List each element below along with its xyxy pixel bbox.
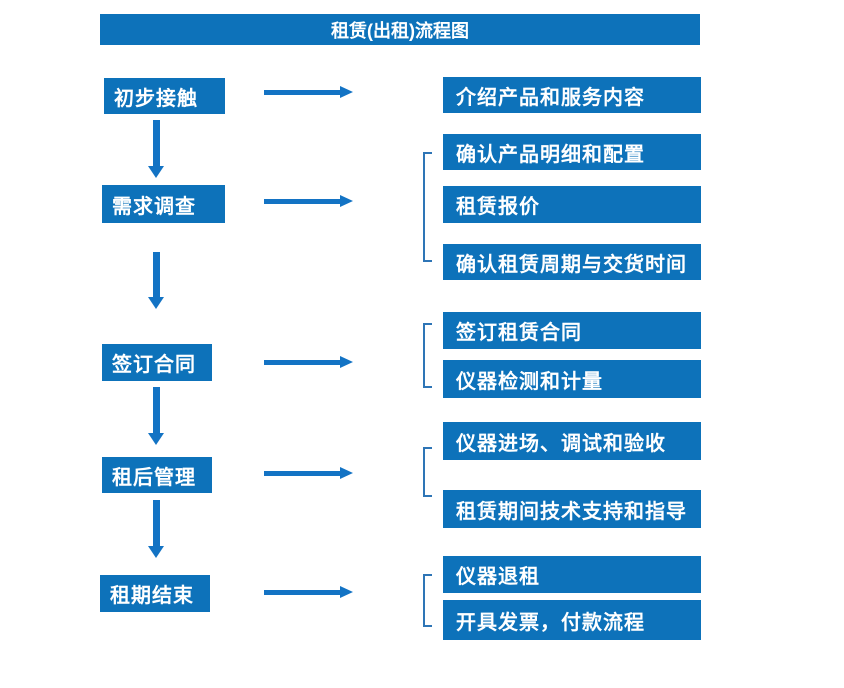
detail-box-confirm-period-delivery: 确认租赁周期与交货时间 bbox=[443, 244, 701, 280]
right-arrow-stage2 bbox=[264, 195, 353, 207]
right-arrow-stage4 bbox=[264, 467, 353, 479]
bracket-stage2-details bbox=[423, 152, 432, 262]
down-arrow-2 bbox=[148, 252, 165, 309]
down-arrow-4 bbox=[148, 500, 165, 558]
stage-box-sign-contract: 签订合同 bbox=[102, 344, 212, 381]
detail-box-sign-rental-contract: 签订租赁合同 bbox=[443, 312, 701, 349]
bracket-stage5-details bbox=[423, 574, 432, 627]
detail-box-instrument-setup-acceptance: 仪器进场、调试和验收 bbox=[443, 422, 701, 460]
right-arrow-stage1 bbox=[264, 86, 353, 98]
detail-box-instrument-testing: 仪器检测和计量 bbox=[443, 360, 701, 398]
flowchart-title: 租赁(出租)流程图 bbox=[100, 14, 700, 45]
stage-box-post-rental-management: 租后管理 bbox=[102, 457, 212, 493]
bracket-stage3-details bbox=[423, 323, 432, 388]
down-arrow-1 bbox=[148, 120, 165, 178]
detail-box-instrument-return: 仪器退租 bbox=[443, 556, 701, 593]
detail-box-introduce-products: 介绍产品和服务内容 bbox=[443, 77, 701, 113]
stage-box-rental-end: 租期结束 bbox=[100, 575, 210, 612]
detail-box-rental-quote: 租赁报价 bbox=[443, 186, 701, 223]
down-arrow-3 bbox=[148, 387, 165, 445]
bracket-stage4-details bbox=[423, 447, 432, 497]
detail-box-technical-support: 租赁期间技术支持和指导 bbox=[443, 490, 701, 528]
stage-box-needs-survey: 需求调查 bbox=[102, 185, 225, 223]
detail-box-invoice-payment: 开具发票，付款流程 bbox=[443, 600, 701, 640]
right-arrow-stage3 bbox=[264, 356, 353, 368]
stage-box-initial-contact: 初步接触 bbox=[104, 78, 225, 114]
right-arrow-stage5 bbox=[264, 586, 353, 598]
detail-box-confirm-product-config: 确认产品明细和配置 bbox=[443, 134, 701, 170]
